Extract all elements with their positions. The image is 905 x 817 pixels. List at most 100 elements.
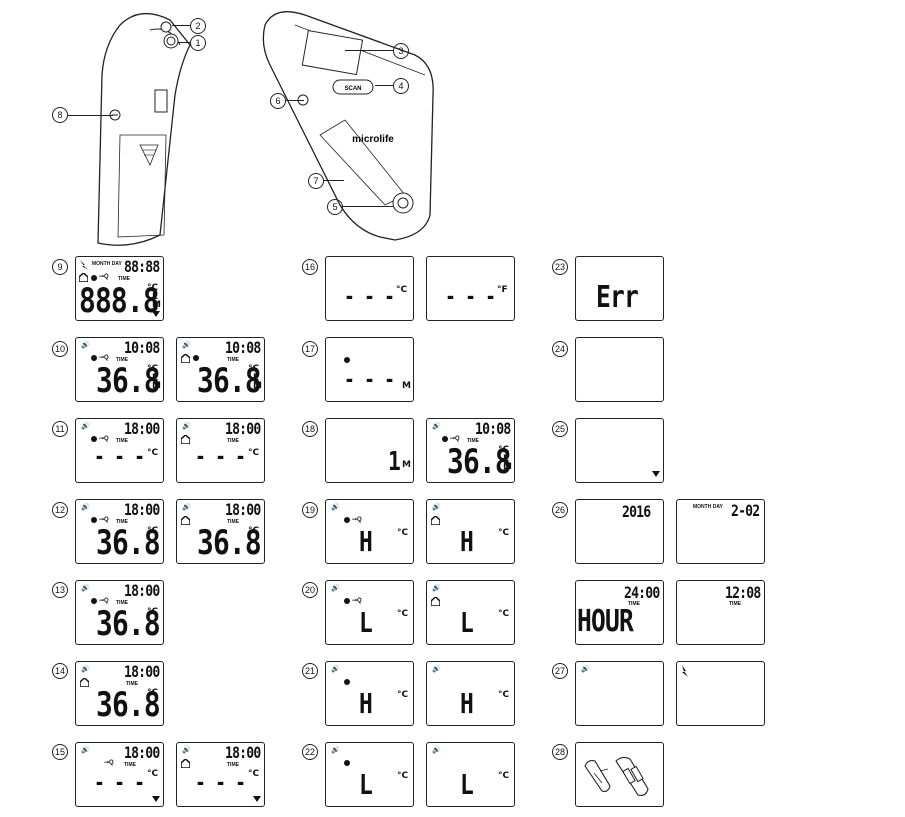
battery-replacement-illustration bbox=[575, 742, 664, 807]
house-icon bbox=[181, 435, 190, 444]
unit-celsius: °C bbox=[396, 285, 408, 295]
figure-number: 18 bbox=[302, 421, 318, 437]
key-icon: ⊸Q bbox=[99, 598, 109, 604]
figure-number: 12 bbox=[52, 502, 68, 518]
unit-m: M bbox=[152, 381, 161, 391]
time-label: TIME bbox=[227, 762, 239, 768]
lcd-screen: 🔊 ⊸Q H °C bbox=[325, 499, 414, 564]
time-label: TIME bbox=[467, 438, 479, 444]
lcd-screen: 🔊 18:00 ⊸Q TIME - - - °C bbox=[75, 418, 164, 483]
lcd-screen: 🔊 18:00 TIME 36.8 °C bbox=[75, 661, 164, 726]
unit-celsius: °C bbox=[147, 283, 159, 293]
unit-celsius: °C bbox=[498, 445, 510, 455]
lcd-hour-word: HOUR bbox=[577, 604, 634, 639]
triangle-down-icon bbox=[152, 796, 160, 802]
lcd-screen: 🔊 L °C bbox=[426, 742, 515, 807]
lcd-high: H bbox=[460, 525, 474, 558]
person-icon bbox=[442, 436, 448, 442]
figure-number: 19 bbox=[302, 502, 318, 518]
lcd-time: 18:00 bbox=[124, 743, 160, 762]
person-icon bbox=[344, 760, 350, 766]
callout-4: 4 bbox=[393, 78, 409, 94]
unit-celsius: °C bbox=[248, 526, 260, 536]
lcd-low: L bbox=[359, 606, 373, 639]
sound-icon: 🔊 bbox=[432, 665, 441, 673]
lcd-temperature: 36.8 bbox=[96, 523, 161, 563]
sound-icon: 🔊 bbox=[81, 503, 90, 511]
lcd-time: 12:08 bbox=[725, 583, 761, 602]
lcd-main-digits: 888.8 bbox=[79, 281, 160, 321]
time-label: TIME bbox=[227, 357, 239, 363]
lcd-screen: 24:00 TIME HOUR bbox=[575, 580, 664, 645]
lcd-low: L bbox=[460, 606, 474, 639]
figure-number: 26 bbox=[552, 502, 568, 518]
lcd-high: H bbox=[359, 687, 373, 720]
figure-number: 27 bbox=[552, 663, 568, 679]
lcd-dashes: - - - bbox=[445, 285, 496, 310]
lightning-icon bbox=[682, 665, 688, 677]
person-icon bbox=[344, 517, 350, 523]
time-label: TIME bbox=[116, 600, 128, 606]
lcd-screen: - - - °F bbox=[426, 256, 515, 321]
unit-celsius: °C bbox=[147, 688, 159, 698]
lcd-time: 18:00 bbox=[124, 419, 160, 438]
triangle-down-icon bbox=[652, 471, 660, 477]
lcd-screen: 1 M bbox=[325, 418, 414, 483]
sound-icon: 🔊 bbox=[182, 746, 191, 754]
sound-icon: 🔊 bbox=[81, 584, 90, 592]
month-day-label: MONTH DAY bbox=[92, 261, 122, 267]
lcd-temperature: 36.8 bbox=[96, 361, 161, 401]
lcd-screen: 🔊 18:00 TIME 36.8 °C bbox=[176, 499, 265, 564]
unit-m: M bbox=[253, 381, 262, 391]
person-icon bbox=[91, 598, 97, 604]
lcd-error: Err bbox=[596, 280, 639, 315]
sound-icon: 🔊 bbox=[432, 503, 441, 511]
lcd-time: 18:00 bbox=[225, 500, 261, 519]
figure-number: 23 bbox=[552, 259, 568, 275]
sound-icon: 🔊 bbox=[81, 422, 90, 430]
figure-number: 11 bbox=[52, 421, 68, 437]
lcd-screen: 🔊 L °C bbox=[426, 580, 515, 645]
unit-celsius: °C bbox=[397, 771, 409, 781]
sound-icon: 🔊 bbox=[581, 665, 590, 673]
unit-celsius: °C bbox=[147, 526, 159, 536]
scan-button-label: SCAN bbox=[344, 86, 361, 92]
person-icon bbox=[344, 598, 350, 604]
time-label: TIME bbox=[227, 438, 239, 444]
lcd-low: L bbox=[359, 768, 373, 801]
lcd-temperature: 36.8 bbox=[197, 361, 262, 401]
lcd-dashes: - - - bbox=[94, 445, 145, 470]
person-icon bbox=[91, 517, 97, 523]
unit-celsius: °C bbox=[498, 528, 510, 538]
unit-celsius: °C bbox=[147, 448, 159, 458]
sound-icon: 🔊 bbox=[432, 422, 441, 430]
lcd-dashes: - - - bbox=[94, 771, 145, 796]
key-icon: ⊸Q bbox=[450, 436, 460, 442]
person-icon bbox=[91, 275, 97, 281]
unit-celsius: °C bbox=[147, 364, 159, 374]
sound-icon: 🔊 bbox=[182, 341, 191, 349]
sound-icon: 🔊 bbox=[81, 341, 90, 349]
lcd-screen: 🔊 10:08 TIME 36.8 °C E M bbox=[176, 337, 265, 402]
unit-celsius: °C bbox=[147, 769, 159, 779]
person-icon bbox=[344, 679, 350, 685]
figure-number: 28 bbox=[552, 744, 568, 760]
key-icon: ⊸Q bbox=[99, 436, 109, 442]
device-back-illustration bbox=[97, 13, 191, 246]
unit-celsius: °C bbox=[397, 690, 409, 700]
person-icon bbox=[193, 355, 199, 361]
unit-celsius: °C bbox=[397, 528, 409, 538]
unit-celsius: °C bbox=[498, 609, 510, 619]
lcd-screen-blank bbox=[575, 337, 664, 402]
triangle-down-icon bbox=[253, 796, 261, 802]
lcd-low: L bbox=[460, 768, 474, 801]
unit-m: M bbox=[402, 381, 411, 391]
lcd-screen: 🔊 18:00 ⊸Q TIME - - - °C bbox=[75, 742, 164, 807]
sound-icon: 🔊 bbox=[331, 584, 340, 592]
callout-5: 5 bbox=[327, 199, 343, 215]
lcd-memory: 1 bbox=[388, 447, 401, 477]
lcd-screen: - - - M bbox=[325, 337, 414, 402]
house-icon bbox=[181, 516, 190, 525]
lcd-time: 18:00 bbox=[225, 419, 261, 438]
sound-icon: 🔊 bbox=[182, 503, 191, 511]
